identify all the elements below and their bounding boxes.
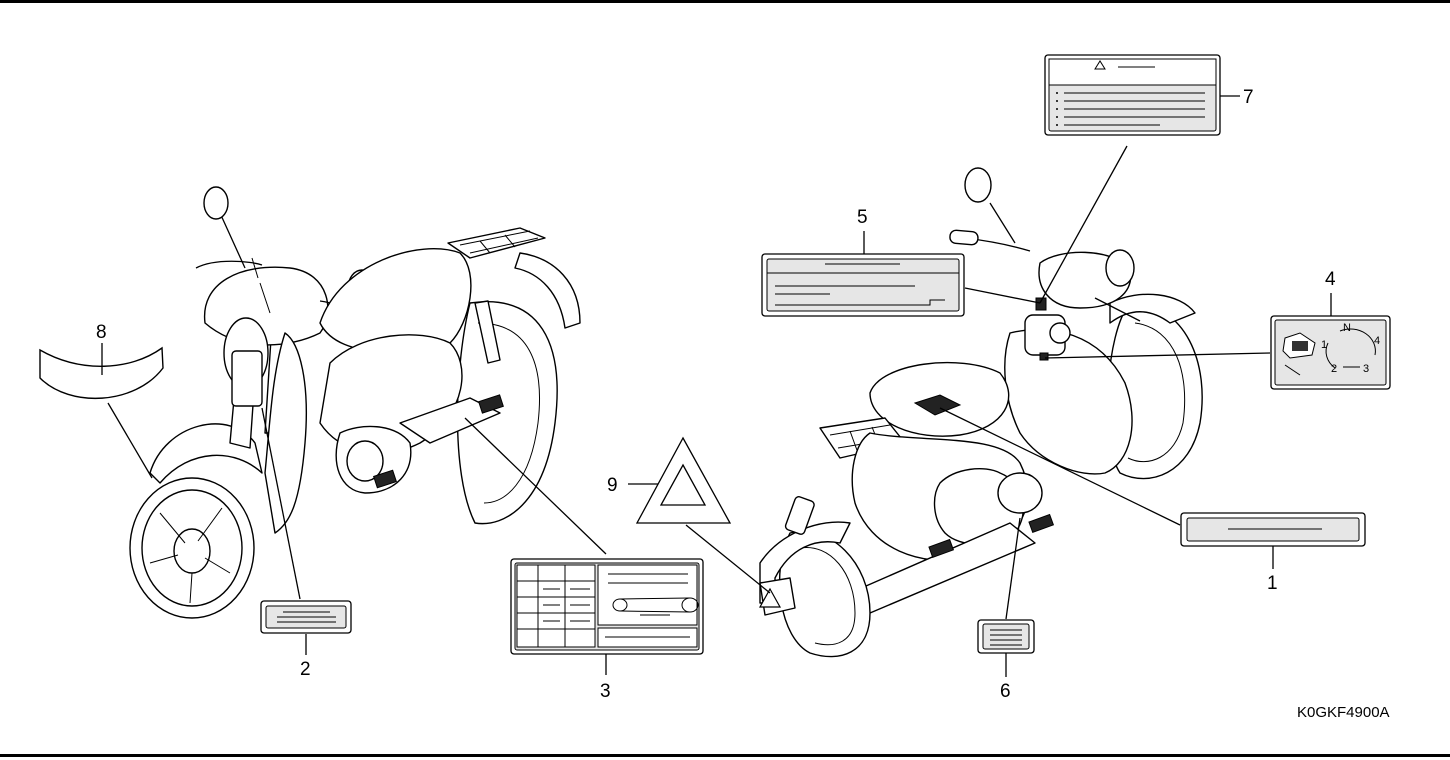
- gear-3-label: 3: [1363, 363, 1369, 375]
- callout-5: 5: [857, 207, 868, 228]
- callout-2: 2: [300, 659, 311, 680]
- leader-line-8b: [107, 402, 153, 479]
- label-3: [510, 558, 704, 655]
- label-4: [1270, 315, 1391, 390]
- leader-line-6b: [1005, 517, 1021, 620]
- callout-9: 9: [607, 475, 618, 496]
- label-2: [260, 600, 352, 634]
- leader-line-7b: [1039, 145, 1128, 304]
- callout-1: 1: [1267, 573, 1278, 594]
- callout-8: 8: [96, 322, 107, 343]
- leader-line-1b: [939, 407, 1181, 526]
- label-9: [635, 436, 782, 608]
- callout-3: 3: [600, 681, 611, 702]
- callout-4: 4: [1325, 269, 1336, 290]
- motorcycle-left: [129, 186, 581, 619]
- diagram-code: K0GKF4900A: [1297, 704, 1390, 721]
- callout-6: 6: [1000, 681, 1011, 702]
- leader-line-4b: [1044, 352, 1271, 359]
- callout-7: 7: [1243, 87, 1254, 108]
- label-1: [1180, 512, 1366, 547]
- gear-neutral-label: N: [1343, 322, 1351, 334]
- parts-diagram: 1 2: [39, 54, 1391, 721]
- gear-2-label: 2: [1331, 363, 1337, 375]
- motorcycle-right: [759, 167, 1203, 658]
- gear-1-label: 1: [1321, 339, 1327, 351]
- leader-line-2b: [261, 407, 301, 600]
- gear-4-label: 4: [1374, 335, 1380, 347]
- label-5: [761, 253, 965, 317]
- leader-line-5b: [964, 287, 1041, 304]
- leader-line-9b: [685, 524, 771, 594]
- label-7: [1044, 54, 1221, 136]
- leader-line-3b: [464, 417, 607, 555]
- label-6: [977, 619, 1035, 654]
